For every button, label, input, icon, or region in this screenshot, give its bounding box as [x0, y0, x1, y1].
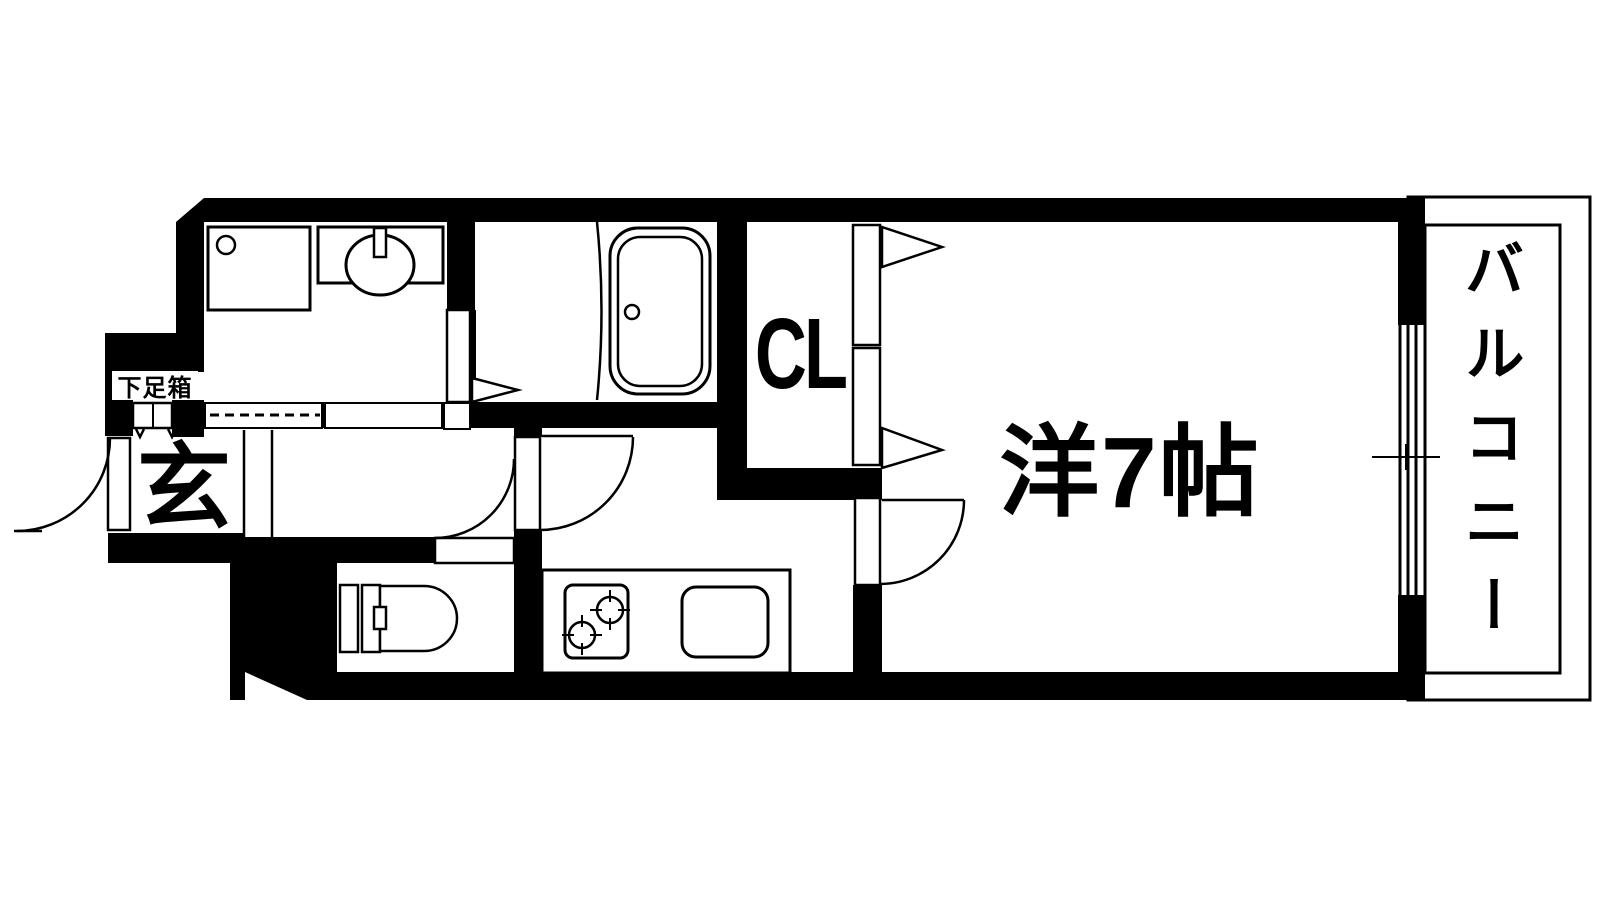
- sliding-window: [1372, 325, 1440, 595]
- toilet-icon: [338, 583, 459, 654]
- stove-icon: [562, 583, 630, 660]
- entrance-label: 玄: [136, 435, 231, 540]
- washing-machine-icon: [206, 225, 312, 312]
- kitchen-counter: [540, 568, 792, 675]
- washroom-sink-icon: [316, 225, 445, 297]
- entrance-door: [14, 436, 132, 533]
- shoe-cabinet-icon: [131, 401, 178, 440]
- toilet-door: [433, 458, 516, 565]
- room-door: [853, 496, 966, 587]
- bathroom-door: [445, 308, 523, 404]
- bathtub-icon: [595, 221, 712, 401]
- walls: [105, 198, 1425, 700]
- closet-sliding-door: [851, 223, 946, 470]
- entrance-step: [242, 430, 274, 537]
- shoe-box-label: 下足箱: [112, 371, 198, 402]
- kitchen-sink-icon: [680, 585, 770, 659]
- kitchen-door: [513, 434, 635, 532]
- balcony-label: バルコニー: [1456, 238, 1523, 658]
- closet-label: CL: [754, 297, 848, 410]
- western-room-label: 洋7帖: [999, 416, 1261, 529]
- wall-openings: [176, 198, 307, 700]
- washroom-sliding-door: [204, 402, 471, 430]
- balcony-railing: [1406, 195, 1592, 702]
